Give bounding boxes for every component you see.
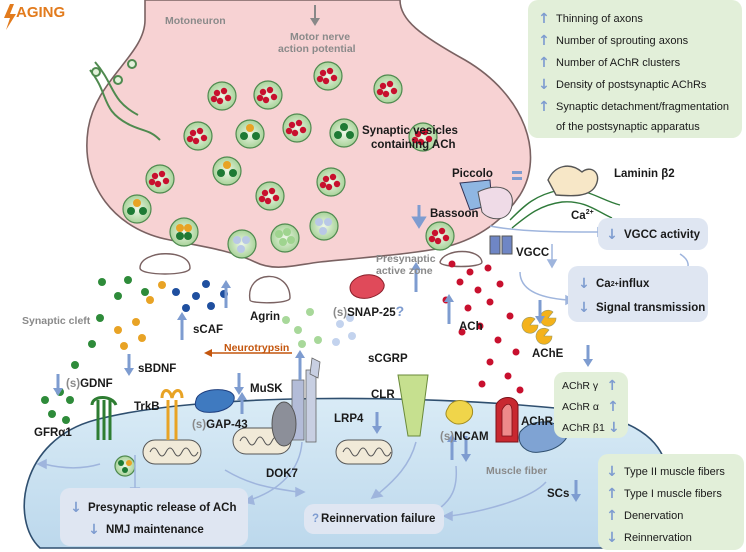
scs-label: SCs — [547, 488, 570, 500]
agrin-label: Agrin — [250, 311, 281, 323]
muscle-fiber-label: Muscle fiber — [486, 465, 548, 477]
neurotrypsin-label: Neurotrypsin — [224, 342, 290, 354]
synaptic-vesicles — [122, 61, 455, 259]
calcium-label: Ca2+ — [571, 209, 594, 222]
arrow-up-icon: ↑ — [538, 33, 550, 49]
piccolo-label: Piccolo — [452, 168, 493, 180]
arrow-down-icon: ↓ — [606, 464, 618, 480]
arrow-up-icon: ↑ — [538, 11, 550, 27]
synaptic-cleft-label: Synaptic cleft — [22, 315, 91, 327]
arrow-down-icon: ↓ — [538, 77, 550, 93]
motor-nerve-label: Motor nerve — [290, 31, 351, 43]
exocytosis-pits — [139, 250, 483, 304]
aging-effects-box: ↑Thinning of axons ↑Number of sprouting … — [528, 0, 742, 138]
arrow-down-icon: ↓ — [606, 530, 618, 546]
snap25-label: (s)SNAP-25? — [333, 303, 405, 319]
arrow-down-icon: ↓ — [578, 276, 590, 292]
active-zone-label: active zone — [376, 265, 433, 277]
vgcc-activity-box: ↓VGCC activity — [598, 218, 708, 250]
aging-bolt-icon — [4, 4, 16, 30]
motoneuron-label: Motoneuron — [165, 15, 226, 27]
synaptic-vesicles-label: Synaptic vesicles — [362, 125, 458, 137]
arrow-up-icon: ↑ — [538, 99, 550, 115]
bassoon-label: Bassoon — [430, 208, 479, 220]
lrp4-label: LRP4 — [334, 413, 364, 425]
vgcc-channel — [489, 235, 513, 255]
scaf-label: sCAF — [193, 324, 224, 336]
trophic-factor-dots — [41, 276, 356, 424]
arrow-up-icon: ↑ — [606, 508, 618, 524]
vgcc-label: VGCC — [516, 247, 550, 259]
motor-nerve-arrow — [310, 5, 320, 26]
arrow-down-icon: ↓ — [578, 300, 590, 316]
mitochondria — [142, 427, 393, 465]
piccolo-bassoon-proteins — [459, 171, 522, 220]
up-down-arrows — [53, 205, 593, 502]
aging-title: AGING — [4, 4, 65, 21]
musk-label: MuSK — [250, 383, 283, 395]
gap43-label: (s)GAP-43 — [192, 419, 248, 431]
effect-row: ↑Synaptic detachment/fragmentation — [538, 99, 730, 115]
dok7-label: DOK7 — [266, 468, 298, 480]
ach-molecules — [442, 260, 524, 394]
ache-label: AChE — [532, 348, 564, 360]
fiber-types-box: ↓Type II muscle fibers ↑Type I muscle fi… — [598, 454, 744, 550]
effect-row: ↑Thinning of axons — [538, 11, 643, 27]
gdnf-label: (s)GDNF — [66, 378, 113, 390]
effect-row: ↑Number of sprouting axons — [538, 33, 689, 49]
arrow-up-icon: ↑ — [606, 378, 619, 394]
effect-row: ↓Density of postsynaptic AChRs — [538, 77, 707, 93]
effect-row: ↑Number of AChR clusters — [538, 55, 681, 71]
trkb-label: TrkB — [134, 401, 160, 413]
arrow-down-icon: ↓ — [606, 227, 618, 243]
ach-label: ACh — [459, 321, 483, 333]
effect-row: of the postsynaptic apparatus — [556, 121, 700, 133]
ache-enzymes — [521, 309, 557, 345]
gfra1-label: GFRα1 — [34, 427, 72, 439]
aging-label: AGING — [16, 4, 66, 21]
sbdnf-label: sBDNF — [138, 363, 177, 375]
presynaptic-release-box: ↓Presynaptic release of ACh ↓NMJ mainten… — [60, 488, 248, 546]
arrow-up-icon: ↑ — [607, 399, 619, 415]
laminin-label: Laminin β2 — [614, 168, 675, 180]
axon-filaments — [89, 59, 161, 141]
achr-subunits-box: AChR γ↑ AChR α↑ AChR β1↓ — [554, 372, 628, 438]
membrane-receptors — [90, 357, 568, 477]
containing-ach-label: containing ACh — [371, 139, 456, 151]
snap25-protein — [349, 274, 385, 299]
arrow-up-icon: ↑ — [606, 486, 618, 502]
connector-lines — [36, 225, 689, 522]
achr-label: AChR — [521, 416, 553, 428]
arrow-down-icon: ↓ — [607, 420, 620, 436]
scgrp-label: sCGRP — [368, 353, 408, 365]
reinnervation-failure-box: ?Reinnervation failure — [304, 504, 444, 534]
presynaptic-label: Presynaptic — [376, 253, 436, 265]
laminin-beta2 — [509, 165, 621, 229]
arrow-up-icon: ↑ — [538, 55, 550, 71]
arrow-down-icon: ↓ — [88, 522, 100, 538]
arrow-down-icon: ↓ — [70, 500, 82, 516]
neurotrypsin-arrow — [204, 349, 292, 357]
clr-label: CLR — [371, 389, 395, 401]
ncam-label: (s)NCAM — [440, 431, 489, 443]
action-potential-label: action potential — [278, 43, 356, 55]
